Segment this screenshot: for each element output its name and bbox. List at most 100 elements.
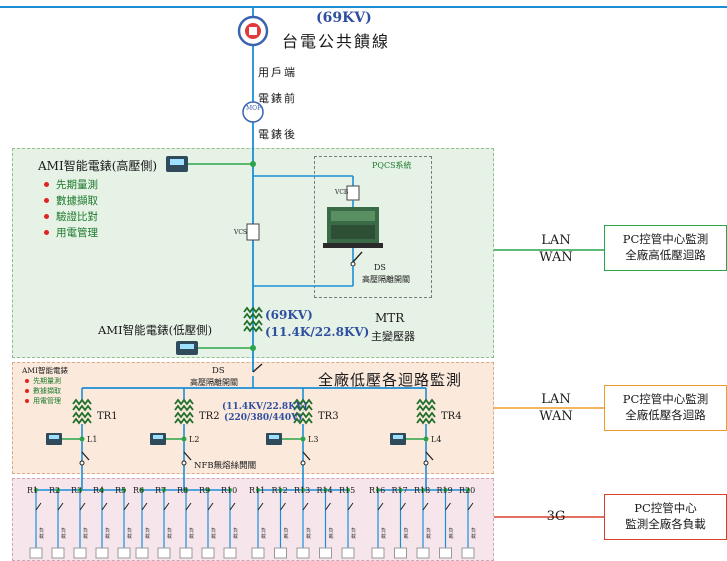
- nfb-label: NFB無熔絲開關: [194, 461, 257, 471]
- load-switch-icon: [347, 502, 354, 511]
- load-circuit-label: R3: [71, 486, 83, 495]
- l1-label: L1: [87, 435, 98, 444]
- vcs-label: VCS: [234, 229, 248, 236]
- load-text: 負載: [83, 528, 89, 540]
- load-device-icon: [73, 547, 87, 559]
- load-switch-icon: [57, 502, 64, 511]
- load-text: 負載: [306, 528, 312, 540]
- load-circuit-label: R9: [199, 486, 211, 495]
- load-text: 負載: [61, 528, 67, 540]
- comm-protocol: WAN: [539, 250, 573, 265]
- l2-label: L2: [189, 435, 200, 444]
- load-switch-icon: [445, 502, 451, 511]
- load-device-icon: [439, 547, 452, 559]
- tr2-label: TR2: [199, 411, 220, 422]
- load-circuit-label: R4: [93, 486, 105, 495]
- load-switch-icon: [163, 502, 170, 511]
- ami-lv-title: AMI智能電錶(低壓側): [98, 323, 213, 337]
- load-switch-icon: [229, 502, 236, 511]
- mof-meter-label: MOF: [246, 105, 262, 112]
- mtr-secondary: (11.4K/22.8KV): [265, 325, 370, 339]
- vcb-label: VCB: [335, 189, 349, 196]
- comm-protocol: 3G: [546, 509, 566, 524]
- load-circuit-label: R2: [49, 486, 61, 495]
- load-device-icon: [157, 547, 171, 559]
- nfb-switches: [79, 451, 434, 466]
- load-drops: [29, 488, 475, 559]
- load-text: 負載: [403, 528, 409, 540]
- load-node-dot: [443, 488, 448, 492]
- tr1-label: TR1: [97, 411, 118, 422]
- load-device-icon: [95, 547, 109, 559]
- grid-name: 台電公共饋線: [282, 32, 391, 51]
- ami-lv-zone-title: AMI智能電錶: [22, 366, 69, 375]
- load-switch-icon: [185, 502, 192, 511]
- tr3-label: TR3: [318, 411, 339, 422]
- load-circuit-label: R5: [115, 486, 127, 495]
- grid-voltage: (69KV): [316, 10, 372, 26]
- comm-protocol: LAN: [541, 392, 571, 407]
- ami-hv-title: AMI智能電錶(高壓側): [38, 159, 158, 173]
- load-device-icon: [461, 547, 475, 559]
- pc-box-line: 全廠低壓各迴路: [625, 408, 706, 422]
- lan-wan-lv: LAN WAN: [536, 391, 576, 425]
- taipower-logo-icon: [237, 15, 269, 47]
- load-circuit-label: R17: [391, 486, 408, 495]
- pqcs-box: [314, 156, 432, 298]
- load-text: 負載: [261, 528, 267, 540]
- load-device-icon: [394, 547, 407, 559]
- lv-zone-title: 全廠低壓各迴路監測: [318, 371, 463, 389]
- load-circuit-label: R16: [369, 486, 386, 495]
- load-node-dot: [376, 488, 380, 492]
- load-circuit-label: R1: [27, 486, 39, 495]
- load-switch-icon: [325, 502, 331, 511]
- load-switch-icon: [422, 502, 429, 511]
- load-text: 負載: [189, 528, 195, 540]
- load-text: 負載: [39, 528, 45, 540]
- load-device-icon: [274, 547, 287, 559]
- load-device-icon: [341, 547, 355, 559]
- load-node-dot: [278, 488, 283, 492]
- load-switch-icon: [141, 502, 148, 511]
- load-text: 負載: [471, 528, 477, 540]
- function-item: 驗證比對: [44, 209, 98, 225]
- after-meter-label: 電錶後: [258, 128, 297, 141]
- load-circuit-label: R18: [414, 486, 431, 495]
- function-item: 用電管理: [25, 396, 61, 406]
- load-node-dot: [346, 488, 350, 492]
- load-text: 負載: [381, 528, 387, 540]
- load-device-icon: [135, 547, 149, 559]
- function-item: 先期量測: [44, 177, 98, 193]
- load-switch-icon: [257, 502, 264, 511]
- load-device-icon: [29, 547, 43, 559]
- pc-center-load-box: PC控管中心 監測全廠各負載: [604, 494, 727, 540]
- load-circuit-label: R12: [271, 486, 288, 495]
- load-node-dot: [323, 488, 328, 492]
- load-text: 負載: [127, 528, 133, 540]
- function-item: 用電管理: [44, 225, 98, 241]
- load-node-dot: [34, 488, 38, 492]
- load-circuit-label: R14: [316, 486, 333, 495]
- load-switch-icon: [79, 502, 86, 511]
- pqcs-ds-label: DS: [374, 263, 386, 272]
- comm-protocol: LAN: [541, 233, 571, 248]
- load-text: 負載: [448, 528, 454, 540]
- load-switch-icon: [207, 502, 214, 511]
- l3-label: L3: [308, 435, 319, 444]
- load-device-icon: [179, 547, 193, 559]
- load-circuit-label: R20: [459, 486, 476, 495]
- tr-branches: [72, 388, 436, 470]
- load-node-dot: [301, 488, 305, 492]
- mtr-desc: 主變壓器: [371, 330, 415, 343]
- pc-box-line: PC控管中心: [634, 501, 697, 515]
- comm-links: [494, 249, 604, 518]
- load-node-dot: [206, 488, 210, 492]
- load-node-dot: [184, 488, 188, 492]
- tr4-label: TR4: [441, 411, 462, 422]
- load-switch-icon: [302, 502, 309, 511]
- function-item: 先期量測: [25, 376, 61, 386]
- comm-3g: 3G: [536, 508, 576, 525]
- load-switch-icon: [280, 502, 286, 511]
- pc-center-hv-box: PC控管中心監測 全廠高低壓迴路: [604, 225, 727, 271]
